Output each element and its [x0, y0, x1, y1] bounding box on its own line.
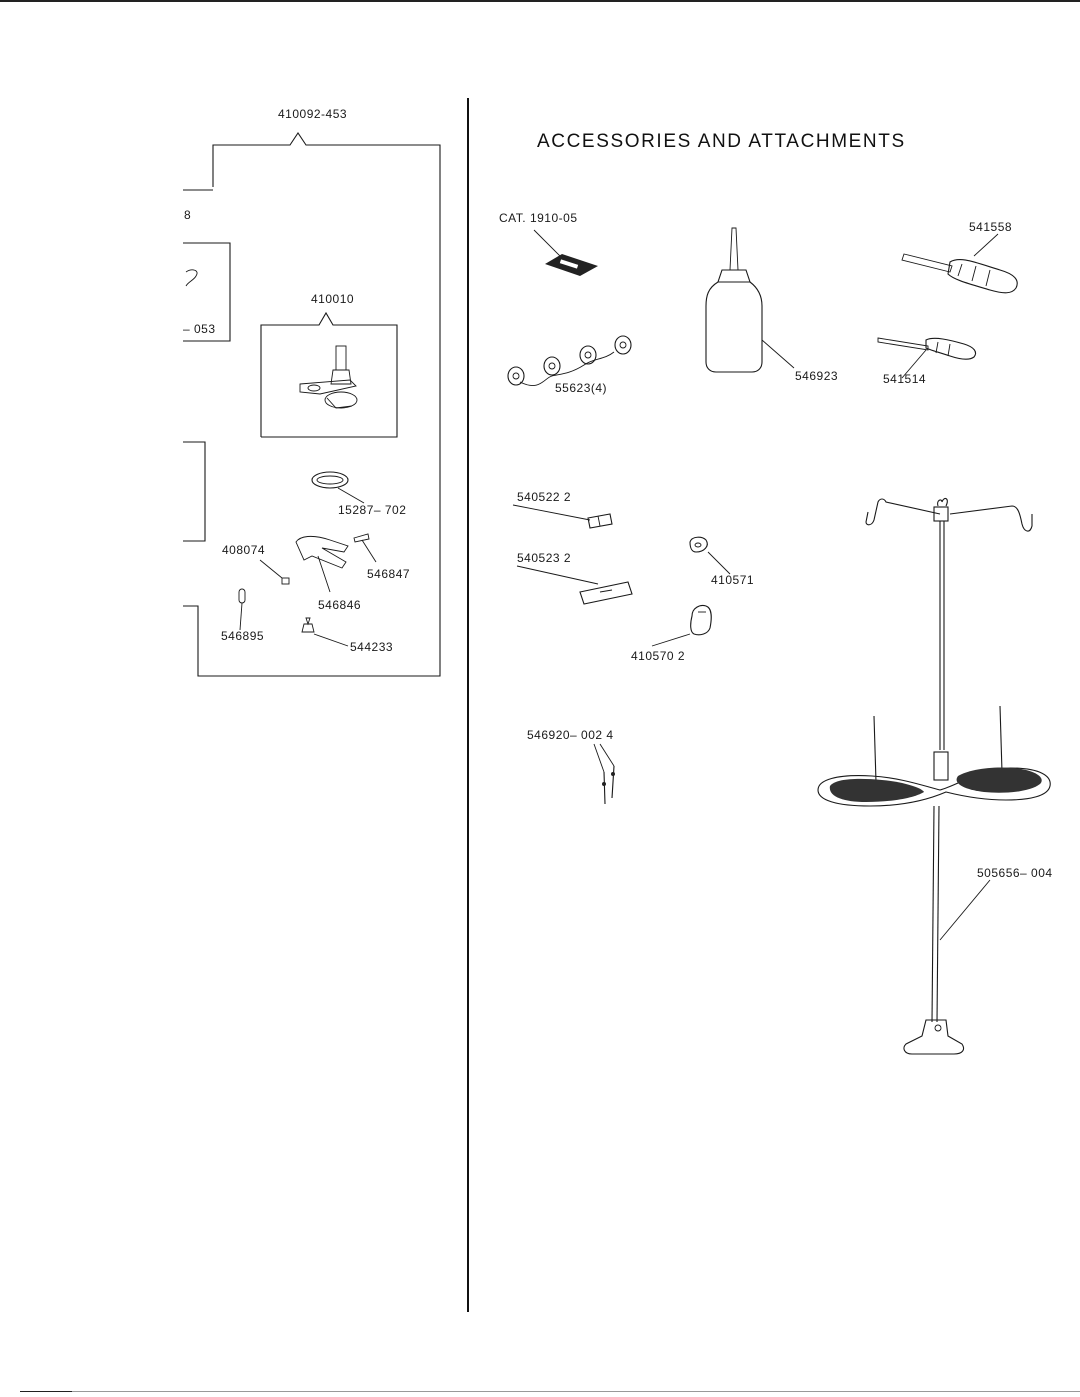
cat-card-illustration [533, 229, 598, 276]
part-label-546847: 546847 [367, 567, 411, 581]
label-cat: CAT. 1910-05 [499, 211, 578, 225]
section-title: ACCESSORIES AND ATTACHMENTS [537, 131, 906, 152]
part-410570-illustration [651, 604, 712, 647]
bottom-rule-left [20, 1391, 72, 1392]
label-540522: 540522 2 [517, 490, 572, 504]
bottom-rule [72, 1391, 1080, 1392]
oiler-illustration [705, 227, 795, 373]
needles-illustration [593, 743, 615, 805]
part-410571-illustration [689, 536, 731, 575]
part-label-546846: 546846 [318, 598, 362, 612]
part-label-408074: 408074 [222, 543, 266, 557]
part-540522-illustration [512, 504, 613, 529]
part-label-546895: 546895 [221, 629, 265, 643]
edge-part-fragment: – 053 [183, 322, 216, 336]
label-410571: 410571 [711, 573, 755, 587]
part-label-15287: 15287– 702 [338, 503, 407, 517]
edge-number-fragment: 8 [184, 208, 192, 222]
assembly-number: 410092-453 [278, 107, 348, 121]
thread-stand-illustration [817, 497, 1051, 1055]
small-screwdriver-illustration [877, 337, 977, 379]
label-bobbins: 55623(4) [555, 381, 608, 395]
label-needles: 546920– 002 4 [527, 728, 614, 742]
label-screwdriver-large: 541558 [969, 220, 1013, 234]
part-540523-illustration [516, 565, 633, 605]
part-label-544233: 544233 [350, 640, 394, 654]
label-410570: 410570 2 [631, 649, 686, 663]
top-rule [0, 0, 1080, 2]
label-oiler: 546923 [795, 369, 839, 383]
label-540523: 540523 2 [517, 551, 572, 565]
large-screwdriver-illustration [901, 233, 1018, 294]
label-screwdriver-small: 541514 [883, 372, 927, 386]
column-divider [467, 98, 469, 1312]
label-thread-stand: 505656– 004 [977, 866, 1053, 880]
bobbins-illustration [507, 335, 632, 387]
sub-assembly-number: 410010 [311, 292, 355, 306]
presser-foot-illustration [299, 345, 358, 409]
